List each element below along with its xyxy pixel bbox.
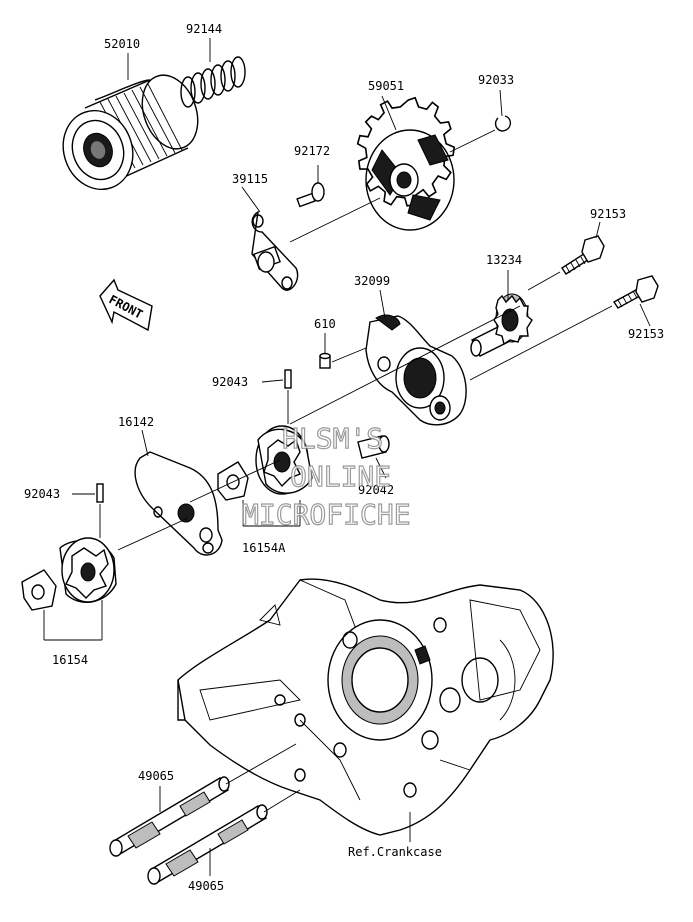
pin-92043-lower — [72, 483, 104, 538]
plate-39115 — [241, 186, 381, 291]
bolt-92153-lower — [469, 275, 659, 381]
label-92043-upper: 92043 — [212, 375, 248, 389]
oil-filter — [62, 53, 199, 191]
strainer-pipe-lower — [147, 789, 301, 885]
watermark-line3: MICROFICHE — [242, 498, 411, 531]
label-49065-upper: 49065 — [138, 769, 174, 783]
label-610: 610 — [314, 317, 336, 331]
strainer-pipe-upper — [109, 743, 297, 857]
watermark-line1: HLSM'S — [282, 422, 383, 455]
label-16142: 16142 — [118, 415, 154, 429]
pin-92043-upper — [261, 369, 292, 424]
circlip — [449, 89, 512, 153]
label-32099: 32099 — [354, 274, 390, 288]
label-ref-crankcase: Ref.Crankcase — [348, 845, 442, 859]
cover-plate-16142 — [134, 429, 281, 556]
rotor-inner-16154A — [217, 461, 301, 527]
label-92043-lower: 92043 — [24, 487, 60, 501]
watermark: HLSM'S ONLINE MICROFICHE — [241, 421, 411, 531]
watermark-line2: ONLINE — [290, 460, 391, 493]
label-92144: 92144 — [186, 22, 222, 36]
label-59051: 59051 — [368, 79, 404, 93]
label-39115: 39115 — [232, 172, 268, 186]
gear-13234 — [470, 270, 533, 357]
front-arrow: FRONT — [99, 278, 153, 332]
label-92042: 92042 — [358, 483, 394, 497]
pump-body — [365, 289, 467, 426]
label-16154A: 16154A — [242, 541, 286, 555]
label-92153-upper: 92153 — [590, 207, 626, 221]
shaft — [289, 305, 521, 425]
label-52010: 52010 — [104, 37, 140, 51]
spring — [180, 38, 246, 108]
label-49065-lower: 49065 — [188, 879, 224, 893]
rotor-inner-16154 — [21, 569, 103, 641]
dowel-610 — [319, 333, 367, 369]
label-13234: 13234 — [486, 253, 522, 267]
bolt-92172 — [296, 165, 325, 208]
label-92033: 92033 — [478, 73, 514, 87]
crankcase — [177, 578, 554, 842]
label-16154: 16154 — [52, 653, 88, 667]
sprocket — [356, 95, 456, 231]
label-92153-lower: 92153 — [628, 327, 664, 341]
bolt-92153-upper — [527, 221, 605, 291]
label-92172: 92172 — [294, 144, 330, 158]
rotor-outer-upper — [255, 425, 313, 495]
pin-92042 — [357, 435, 390, 479]
rotor-outer-lower — [59, 517, 189, 603]
